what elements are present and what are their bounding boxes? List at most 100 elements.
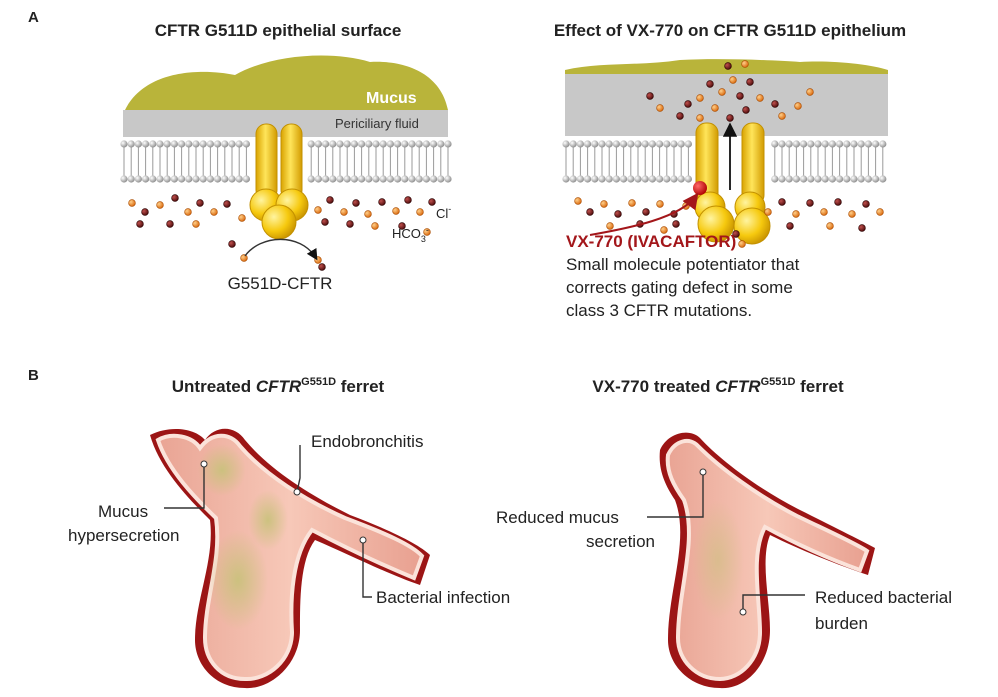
lipid-head	[386, 140, 394, 148]
chloride-ion	[656, 200, 664, 208]
bicarbonate-ion	[398, 222, 406, 230]
lipid-head	[214, 140, 222, 148]
left-epithelium: Mucus Periciliary fluid Cl- HCO3- G551D-…	[120, 55, 452, 293]
bicarbonate-ion	[614, 210, 622, 218]
bicarbonate-ion	[771, 100, 779, 108]
lipid-head	[684, 140, 693, 148]
chloride-ion	[656, 104, 664, 112]
lipid-head	[800, 175, 808, 183]
bicarbonate-ion	[346, 220, 354, 228]
bicarbonate-ion	[724, 62, 732, 70]
mucus-hypersecretion-line-1: Mucus	[98, 502, 148, 521]
chloride-ion	[696, 94, 704, 102]
reduced-mucus-line-2: secretion	[586, 532, 655, 551]
chloride-ion	[696, 114, 704, 122]
lipid-head	[408, 140, 416, 148]
right-periciliary-layer	[565, 74, 888, 136]
lipid-head	[836, 175, 844, 183]
left-cftr-channel	[249, 123, 309, 240]
chloride-ion	[711, 104, 719, 112]
bicarbonate-sup: -	[426, 225, 429, 235]
lipid-head	[343, 140, 351, 148]
lipid-head	[170, 175, 178, 183]
left-membrane	[120, 140, 452, 183]
chloride-ion	[778, 112, 786, 120]
bicarbonate-ion	[646, 92, 654, 100]
bicarbonate-ion	[726, 114, 734, 122]
lipid-head	[329, 175, 337, 183]
lipid-head	[415, 140, 423, 148]
chloride-ion	[371, 222, 379, 230]
chloride-ion	[738, 240, 746, 248]
lipid-head	[620, 140, 628, 148]
lipid-head	[778, 175, 786, 183]
lipid-head	[648, 175, 657, 183]
lipid-head	[879, 175, 887, 183]
lipid-head	[670, 175, 678, 183]
bicarbonate-ion	[672, 220, 680, 228]
bicarbonate-ion	[742, 106, 750, 114]
endobronchitis-dot	[293, 488, 301, 496]
chloride-ion	[718, 88, 726, 96]
bicarbonate-ion	[404, 196, 412, 204]
lipid-head	[612, 175, 621, 183]
treated-title-gene: CFTR	[715, 377, 761, 396]
drug-pointer	[589, 192, 699, 236]
bicarbonate-ion	[706, 80, 714, 88]
lipid-head	[235, 175, 243, 183]
chloride-ion	[792, 210, 800, 218]
bicarbonate-ion	[141, 208, 149, 216]
right-epithelium: VX-770 (IVACAFTOR) Small molecule potent…	[562, 59, 888, 320]
bicarbonate-ion	[786, 222, 794, 230]
panel-a-letter: A	[28, 9, 39, 26]
chloride-ion	[416, 208, 424, 216]
lipid-head	[185, 175, 193, 183]
lipid-head	[314, 140, 322, 148]
chloride-ion	[848, 210, 856, 218]
lipid-head	[192, 140, 200, 148]
lipid-head	[620, 175, 628, 183]
lipid-head	[814, 140, 822, 148]
lipid-head	[785, 140, 793, 148]
lipid-head	[322, 140, 330, 148]
chloride-ion	[606, 222, 614, 230]
lipid-head	[437, 140, 445, 148]
lipid-head	[221, 175, 229, 183]
lipid-head	[336, 175, 344, 183]
chloride-ion	[729, 76, 737, 84]
chloride-ion	[210, 208, 218, 216]
lipid-head	[641, 175, 649, 183]
mucus-label: Mucus	[366, 90, 417, 107]
lipid-head	[569, 175, 577, 183]
bicarbonate-ion	[858, 224, 866, 232]
lipid-head	[192, 175, 200, 183]
chloride-ion	[741, 60, 749, 68]
untreated-title: Untreated CFTRG551D ferret	[172, 376, 385, 396]
reduced-mucus-leader	[647, 472, 704, 518]
lipid-head	[656, 175, 664, 183]
lipid-head	[307, 140, 315, 148]
treated-airway	[659, 432, 875, 689]
lipid-head	[670, 140, 678, 148]
lipid-head	[415, 175, 423, 183]
lipid-head	[828, 175, 837, 183]
lipid-head	[634, 140, 642, 148]
lipid-head	[850, 140, 858, 148]
chloride-ion	[764, 208, 772, 216]
chloride-ion	[240, 254, 248, 262]
chloride-ion	[820, 208, 828, 216]
bicarbonate-ion	[171, 194, 179, 202]
lipid-head	[814, 175, 822, 183]
lipid-head	[576, 175, 585, 183]
lipid-head	[444, 175, 452, 183]
bacterial-leader	[362, 540, 372, 598]
lipid-head	[199, 175, 207, 183]
lipid-head	[656, 140, 664, 148]
lipid-head	[178, 175, 186, 183]
lipid-head	[864, 140, 873, 148]
lipid-head	[214, 175, 222, 183]
chloride-ion	[660, 226, 668, 234]
reduced-bacterial-dot	[739, 608, 747, 616]
drug-desc-line-3: class 3 CFTR mutations.	[566, 301, 752, 320]
lipid-head	[365, 175, 373, 183]
